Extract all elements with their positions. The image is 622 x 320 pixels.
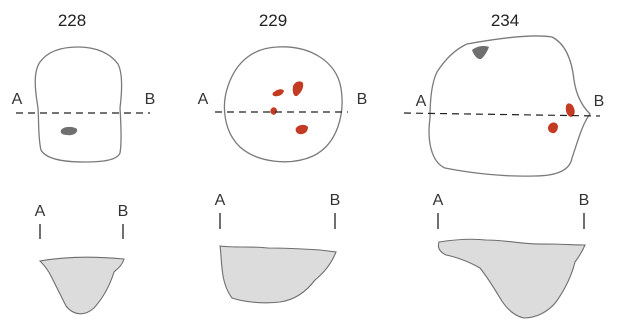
section-label-b: B [357,91,368,108]
red-inclusion [548,122,558,134]
specimen-number: 234 [491,11,519,30]
profile-label-a: A [215,192,226,209]
profile-label-a: A [35,203,46,220]
section-line [403,112,601,117]
red-inclusion [565,103,575,117]
grey-inclusion [472,46,489,60]
specimen-228: 228 A B A B [12,11,156,315]
grey-inclusion [60,126,78,136]
specimen-229: 229 A B A B [198,11,368,304]
section-label-b: B [594,93,605,110]
plan-outline [223,46,343,163]
specimen-234: 234 A B A B [403,11,605,319]
specimen-number: 228 [58,11,86,30]
red-inclusion [272,89,284,97]
profile-label-a: A [433,192,444,209]
section-label-a: A [416,93,427,110]
red-inclusion [292,81,304,97]
red-inclusion [270,107,277,115]
profile-label-b: B [330,192,341,209]
red-inclusion [295,124,308,135]
cross-section-profile [38,256,125,315]
cross-section-profile [219,245,337,304]
section-label-a: A [12,91,23,108]
plan-outline [34,46,123,163]
section-label-b: B [145,91,156,108]
cross-section-profile [437,238,586,319]
profile-label-b: B [579,192,590,209]
plan-outline [428,35,591,177]
section-label-a: A [198,91,209,108]
profile-label-b: B [118,203,129,220]
specimen-number: 229 [259,11,287,30]
